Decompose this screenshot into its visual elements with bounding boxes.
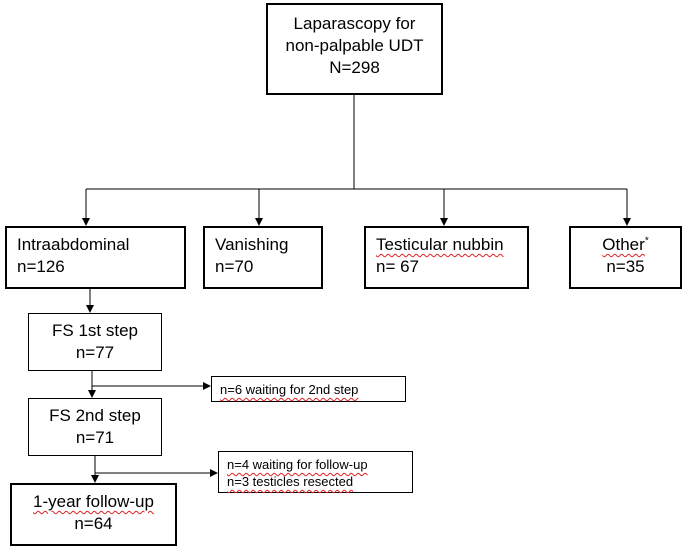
note-waiting-2nd-step: n=6 waiting for 2nd step	[211, 376, 406, 402]
intraabdominal-label: Intraabdominal	[17, 235, 130, 254]
vanishing-box: Vanishing n=70	[203, 226, 323, 289]
fs2-count: n=71	[75, 428, 115, 447]
testicular-nubbin-box: Testicular nubbin n= 67	[364, 226, 529, 289]
nubbin-count: n= 67	[376, 257, 420, 276]
intraabdominal-box: Intraabdominal n=126	[5, 226, 186, 289]
follow-up-label: 1-year follow-up	[33, 492, 154, 511]
intraabdominal-count: n=126	[17, 257, 65, 276]
fs1-box: FS 1st step n=77	[28, 313, 162, 371]
other-label-row: Other*	[581, 234, 670, 256]
vanishing-label: Vanishing	[215, 235, 289, 254]
note-waiting-follow-up-text: n=4 waiting for follow-up	[227, 457, 368, 472]
other-label: Other	[602, 235, 645, 254]
root-box: Laparascopy for non-palpable UDT N=298	[266, 3, 443, 95]
nubbin-label-row: Testicular nubbin	[376, 234, 517, 256]
root-line-3: N=298	[329, 58, 380, 77]
fs1-label: FS 1st step	[52, 321, 138, 340]
fs2-label: FS 2nd step	[49, 406, 141, 425]
root-line-2: non-palpable UDT	[285, 36, 424, 55]
follow-up-box: 1-year follow-up n=64	[10, 483, 177, 546]
fs2-box: FS 2nd step n=71	[28, 398, 162, 456]
follow-up-count: n=64	[74, 514, 113, 533]
root-line-1: Laparascopy for	[293, 14, 416, 33]
other-footnote-marker: *	[644, 235, 649, 247]
other-box: Other* n=35	[569, 226, 682, 289]
follow-up-label-row: 1-year follow-up	[22, 491, 165, 513]
nubbin-label: Testicular nubbin	[376, 235, 504, 254]
other-count: n=35	[606, 257, 645, 276]
fs1-count: n=77	[75, 343, 115, 362]
note-waiting-follow-up: n=4 waiting for follow-up n=3 testicles …	[218, 451, 413, 493]
note-resected-text: n=3 testicles resected	[227, 474, 354, 489]
vanishing-count: n=70	[215, 257, 254, 276]
note-waiting-2nd-step-text: n=6 waiting for 2nd step	[220, 382, 359, 397]
